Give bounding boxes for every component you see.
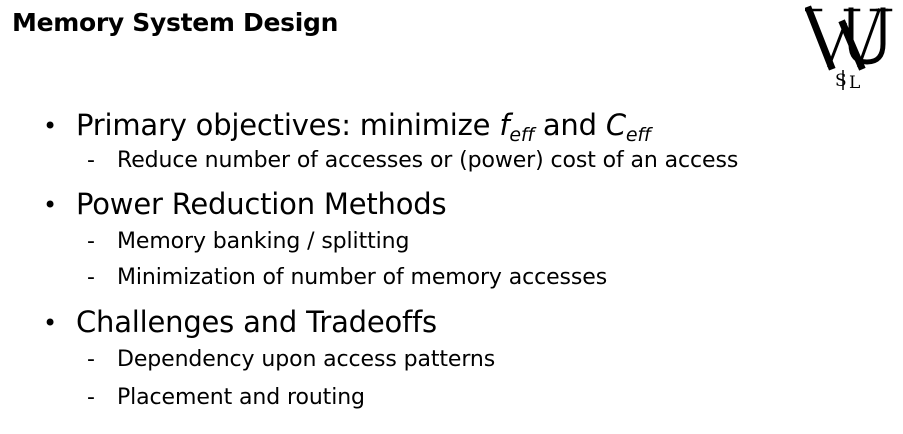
sub-bullet-text: Minimization of number of memory accesse… [117, 265, 608, 290]
bullet-item: • Challenges and Tradeoffs [43, 305, 437, 339]
svg-text:L: L [849, 73, 860, 92]
math-symbol-f: feff [499, 108, 534, 146]
dash-marker: - [87, 385, 95, 410]
sub-bullet-item: - Placement and routing [87, 385, 365, 410]
sub-bullet-text: Memory banking / splitting [117, 229, 410, 254]
bullet-text: Primary objectives: minimize [76, 108, 500, 142]
svg-text:S: S [835, 71, 847, 91]
dash-marker: - [87, 347, 95, 372]
sub-bullet-text: Placement and routing [117, 385, 365, 410]
sub-bullet-item: - Minimization of number of memory acces… [87, 265, 608, 290]
slide-title: Memory System Design [12, 8, 339, 37]
bullet-marker: • [43, 191, 57, 219]
math-symbol-c: Ceff [605, 108, 651, 146]
bullet-text-and: and [533, 108, 606, 142]
dash-marker: - [87, 148, 95, 173]
bullet-marker: • [43, 112, 57, 140]
bullet-item: • Power Reduction Methods [43, 187, 447, 221]
bullet-text: Power Reduction Methods [76, 187, 447, 221]
bullet-text: Challenges and Tradeoffs [76, 305, 437, 339]
bullet-item: • Primary objectives: minimize feff and … [43, 108, 651, 146]
bullet-marker: • [43, 309, 57, 337]
sub-bullet-item: - Reduce number of accesses or (power) c… [87, 148, 739, 173]
sub-bullet-item: - Memory banking / splitting [87, 229, 410, 254]
dash-marker: - [87, 229, 95, 254]
sub-bullet-text: Reduce number of accesses or (power) cos… [117, 148, 739, 173]
sub-bullet-item: - Dependency upon access patterns [87, 347, 496, 372]
wustl-logo: S L [805, 5, 893, 92]
sub-bullet-text: Dependency upon access patterns [117, 347, 496, 372]
dash-marker: - [87, 265, 95, 290]
